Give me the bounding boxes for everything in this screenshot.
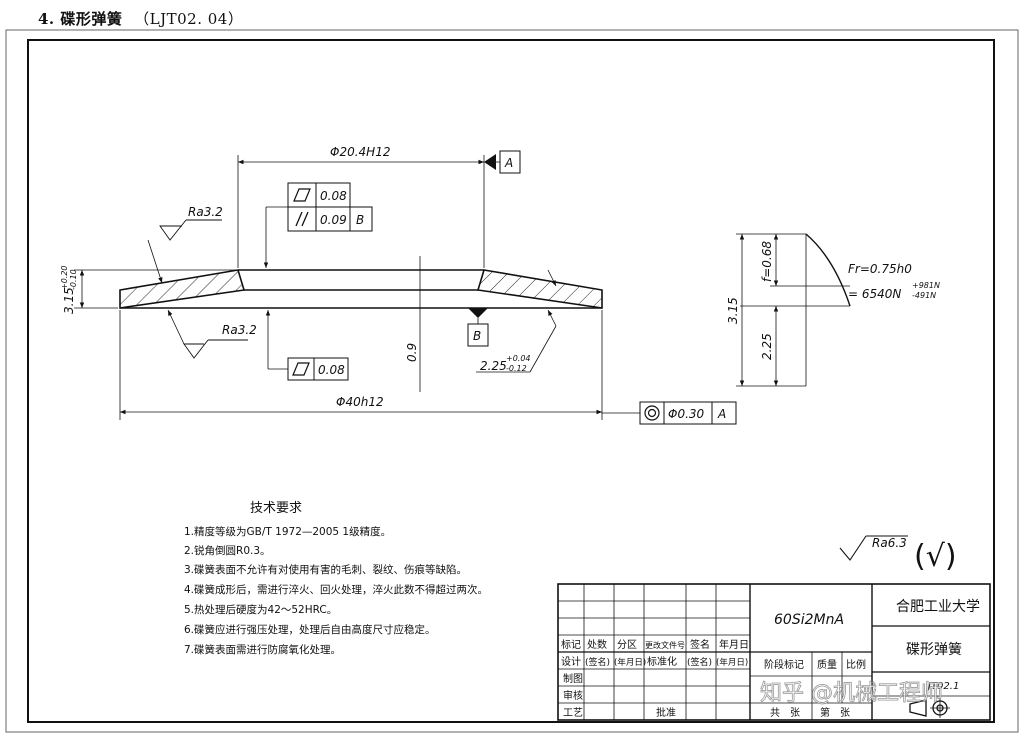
tb-label-stage: 阶段标记: [764, 658, 804, 671]
page-frame: [5, 29, 1019, 733]
force-line1: Fr=0.75h0: [848, 262, 912, 276]
tb-drawing-no: JT02.1: [926, 681, 959, 692]
heading-number: 4.: [38, 10, 55, 28]
height-tol-upper: +0.20: [60, 265, 69, 290]
tb-label-mark: 标记: [561, 639, 581, 651]
tb-label-review: 审核: [563, 689, 583, 702]
heading-code: （LJT02. 04）: [134, 10, 244, 28]
section-view: Φ20.4H12 A 0.08 0.09 B Ra3.: [60, 145, 737, 425]
force-curve: [805, 233, 851, 307]
thickness-tol-lower: -0.12: [506, 364, 527, 373]
outer-diameter-label: Φ40h12: [336, 395, 384, 409]
roughness-general-label: Ra6.3: [872, 536, 907, 550]
tech-item-2: 2.锐角倒圆R0.3。: [184, 544, 271, 557]
projection-symbol-icon: [909, 698, 950, 718]
flatness-bottom-value: 0.08: [318, 363, 345, 377]
datum-a-label: A: [504, 156, 513, 170]
top-tolerance-frame: 0.08 0.09 B: [263, 182, 373, 268]
tb-label-change: 更改文件号: [645, 640, 685, 650]
thickness-tol-upper: +0.04: [506, 354, 531, 363]
tech-item-7: 7.碟簧表面需进行防腐氧化处理。: [184, 643, 341, 656]
flatness-top-value: 0.08: [320, 189, 347, 203]
roughness-top-label: Ra3.2: [188, 205, 223, 219]
tb-label-process: 工艺: [563, 707, 583, 719]
tb-label-draw: 制图: [563, 672, 583, 685]
side-thickness-label: 2.25: [760, 333, 774, 360]
roughness-icon: [159, 219, 187, 241]
tb-label-design: 设计: [561, 655, 581, 668]
force-tol-lower: -491N: [912, 291, 936, 300]
drawing-border: [27, 39, 995, 723]
tb-sheets-total: 共 张: [770, 707, 800, 719]
flat-width-label: 0.9: [405, 343, 419, 362]
side-total-label: 3.15: [726, 297, 740, 324]
force-tol-upper: +981N: [912, 281, 940, 290]
roughness-bottom: Ra3.2: [167, 309, 257, 359]
roughness-top: Ra3.2: [147, 205, 223, 284]
tb-label-standard: 标准化: [647, 655, 677, 668]
coaxiality-icon: [644, 405, 660, 421]
right-section: [476, 269, 603, 309]
coaxiality-value: Φ0.30: [668, 407, 705, 421]
tb-label-scale: 比例: [846, 658, 866, 671]
parallelism-datum: B: [356, 213, 364, 227]
force-diagram: 3.15 f=0.68 2.25 Fr=0.75h0 = 6540N +981N…: [726, 233, 940, 387]
tb-standard-date: (年月日): [716, 657, 748, 668]
tb-label-zone: 分区: [617, 639, 637, 651]
tech-item-5: 5.热处理后硬度为42～52HRC。: [184, 603, 337, 616]
roughness-general-symbol: (√): [914, 539, 957, 574]
tech-item-4: 4.碟簧成形后，需进行淬火、回火处理，淬火此数不得超过两次。: [184, 583, 488, 596]
datum-b-label: B: [473, 329, 481, 343]
parallelism-value: 0.09: [320, 213, 347, 227]
page-heading: 4. 碟形弹簧 （LJT02. 04）: [38, 8, 243, 29]
roughness-general-icon: [839, 535, 867, 561]
tb-part-name: 碟形弹簧: [906, 642, 962, 658]
parallelism-icon: [295, 211, 303, 227]
coaxiality-datum: A: [717, 407, 726, 421]
tech-item-6: 6.碟簧应进行强压处理，处理后自由高度尺寸应稳定。: [184, 623, 436, 636]
heading-title: 碟形弹簧: [60, 10, 123, 28]
tb-label-sign: 签名: [690, 638, 710, 651]
height-label: 3.15: [62, 287, 76, 314]
coaxiality-frame: Φ0.30 A: [602, 401, 737, 425]
side-f-label: f=0.68: [760, 241, 774, 282]
flatness-icon: [293, 188, 311, 202]
datum-b-box: [467, 323, 489, 347]
tech-title: 技术要求: [250, 501, 302, 516]
tb-standard-sign: (签名): [687, 656, 712, 668]
general-roughness: Ra6.3 (√): [839, 535, 957, 574]
inner-diameter-label: Φ20.4H12: [330, 145, 390, 159]
tb-sheet-no: 第 张: [820, 706, 850, 719]
tech-item-1: 1.精度等级为GB/T 1972—2005 1级精度。: [184, 525, 391, 538]
tb-label-count: 处数: [587, 638, 607, 651]
tb-label-date: 年月日: [719, 638, 749, 651]
tb-design-sign: (签名): [585, 656, 610, 668]
left-section: [119, 269, 246, 309]
watermark: 知乎 @机械工程师: [760, 681, 943, 706]
tb-school: 合肥工业大学: [896, 599, 980, 615]
thickness-label: 2.25: [480, 359, 507, 373]
force-line2: = 6540N: [848, 287, 901, 301]
tech-requirements: 技术要求 1.精度等级为GB/T 1972—2005 1级精度。 2.锐角倒圆R…: [184, 501, 488, 656]
datum-a-box: [499, 150, 521, 174]
tech-item-3: 3.碟簧表面不允许有对使用有害的毛刺、裂纹、伤痕等缺陷。: [184, 563, 467, 576]
tb-label-approve: 批准: [656, 706, 676, 719]
tb-label-weight: 质量: [817, 659, 837, 671]
roughness-bottom-label: Ra3.2: [222, 323, 257, 337]
tb-material: 60Si2MnA: [774, 612, 844, 628]
bottom-tolerance-frame: 0.08: [265, 310, 349, 381]
tb-design-date: (年月日): [614, 657, 646, 668]
height-tol-lower: -0.10: [69, 269, 78, 290]
title-block: 标记 处数 分区 更改文件号 签名 年月日 设计 (签名) (年月日) 标准化 …: [557, 583, 991, 721]
